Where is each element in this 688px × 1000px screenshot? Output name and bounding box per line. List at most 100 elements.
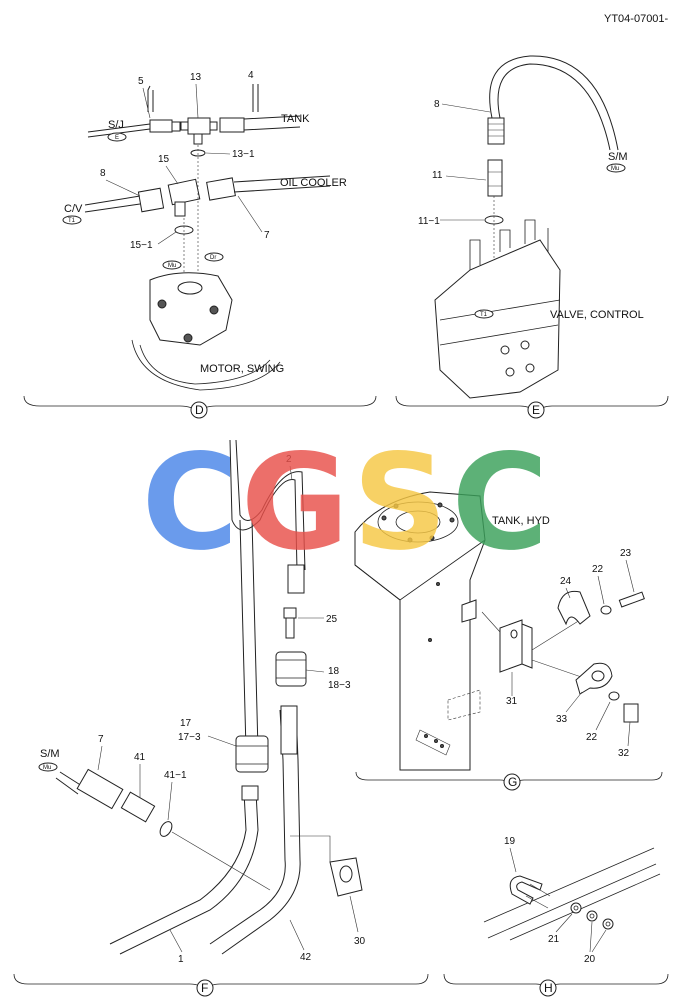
part-label: 13 [190, 72, 202, 83]
watermark-letter: G [241, 426, 349, 580]
nut-20b [602, 918, 614, 930]
fitting-5 [149, 119, 173, 133]
nut-20a [586, 910, 598, 922]
part-label: 42 [300, 952, 312, 963]
section-g: TANK, HYD 23 24 22 31 33 22 32 G [354, 491, 663, 791]
part-label: 8 [434, 99, 440, 110]
part-label: 11−1 [418, 216, 440, 227]
fitting-8 [137, 187, 165, 213]
part-label: Mu [43, 765, 51, 771]
part-label: TANK [281, 113, 310, 125]
pipe-2 [229, 439, 306, 571]
part-label: G [508, 775, 517, 789]
part-label: D [195, 403, 204, 417]
part-label: 24 [560, 576, 572, 587]
washer-22-bottom [608, 691, 620, 701]
part-label: 41 [134, 752, 146, 763]
hose-8-e [489, 55, 619, 151]
part-label: T1 [480, 312, 488, 318]
part-label: 2 [286, 454, 292, 465]
part-label: 4 [248, 70, 254, 81]
tee-13 [187, 117, 211, 135]
clamp-24 [557, 590, 591, 626]
section-d: 5 13 4 S/J E TANK 13−1 15 8 C/V T1 OIL C… [23, 70, 377, 419]
part-label: 13−1 [232, 149, 255, 160]
section-d-marker [190, 401, 208, 419]
part-label: F [201, 981, 208, 995]
bolt-25 [283, 607, 297, 619]
section-e-marker [527, 401, 545, 419]
part-label: OIL COOLER [280, 177, 347, 189]
part-label: 8 [100, 168, 106, 179]
ubolt-19 [509, 875, 543, 905]
part-label: 7 [98, 734, 104, 745]
part-label: 31 [506, 696, 518, 707]
part-label: TANK, HYD [492, 515, 550, 527]
part-label: 18−3 [328, 680, 351, 691]
control-valve [434, 239, 561, 399]
watermark-letter: C [142, 426, 239, 580]
part-label: 21 [548, 934, 560, 945]
part-label: 33 [556, 714, 568, 725]
pipe-2-end [287, 564, 305, 594]
part-label: 17−3 [178, 732, 201, 743]
adapter-41 [120, 791, 156, 823]
section-h: 19 21 20 H [443, 836, 669, 997]
watermark-letter: S [352, 426, 447, 580]
part-label: S/M [40, 748, 60, 760]
part-label: 15 [158, 154, 170, 165]
bolt-32 [623, 703, 639, 723]
oring-41-1 [159, 821, 173, 837]
part-label: Mu [611, 166, 619, 172]
washer-22-top [600, 605, 612, 615]
part-label: 41−1 [164, 770, 187, 781]
pipe-lower [280, 705, 298, 755]
adapter-11 [487, 159, 503, 197]
part-label: 30 [354, 936, 366, 947]
part-label: S/J [108, 119, 124, 131]
section-e: 8 S/M Mu 11 11−1 T1 VALVE, CONTROL E [395, 55, 669, 419]
nut-21 [570, 902, 582, 914]
part-label: 25 [326, 614, 338, 625]
part-label: MOTOR, SWING [200, 363, 284, 375]
section-f: 2 25 18 18−3 17 17−3 S/M Mu 7 41 41−1 1 … [13, 439, 429, 997]
part-label: 1 [178, 954, 184, 965]
part-label: 32 [618, 748, 630, 759]
part-label: 17 [180, 718, 192, 729]
swing-motor [149, 272, 233, 346]
pipe-1 [109, 791, 259, 955]
fitting-4 [219, 117, 245, 133]
part-label: H [544, 981, 553, 995]
part-label: 15−1 [130, 240, 153, 251]
fitting-7 [206, 177, 236, 201]
section-g-marker [503, 773, 521, 791]
section-f-marker [196, 979, 214, 997]
part-label: 18 [328, 666, 340, 677]
part-label: 22 [586, 732, 598, 743]
part-label: 5 [138, 76, 144, 87]
part-label: C/V [64, 203, 83, 215]
part-label: 22 [592, 564, 604, 575]
section-h-marker [539, 979, 557, 997]
fitting-7-f [76, 768, 124, 810]
part-label: 20 [584, 954, 596, 965]
part-label: 11 [432, 170, 443, 181]
part-label: VALVE, CONTROL [550, 309, 644, 321]
part-label: E [532, 403, 540, 417]
part-label: 23 [620, 548, 632, 559]
fitting-8-e [487, 117, 505, 145]
clamp-18 [275, 651, 307, 687]
part-label: Mu [168, 263, 176, 269]
tee-15 [167, 178, 201, 206]
part-label: 7 [264, 230, 270, 241]
part-label: 19 [504, 836, 516, 847]
clamp-17 [235, 735, 269, 773]
bracket-31 [499, 619, 523, 673]
pipe-42 [209, 859, 301, 955]
hydraulic-tank [354, 491, 486, 771]
part-label: Dr [210, 255, 216, 261]
part-label: S/M [608, 151, 628, 163]
drawing-code: YT04-07001- [604, 13, 669, 25]
